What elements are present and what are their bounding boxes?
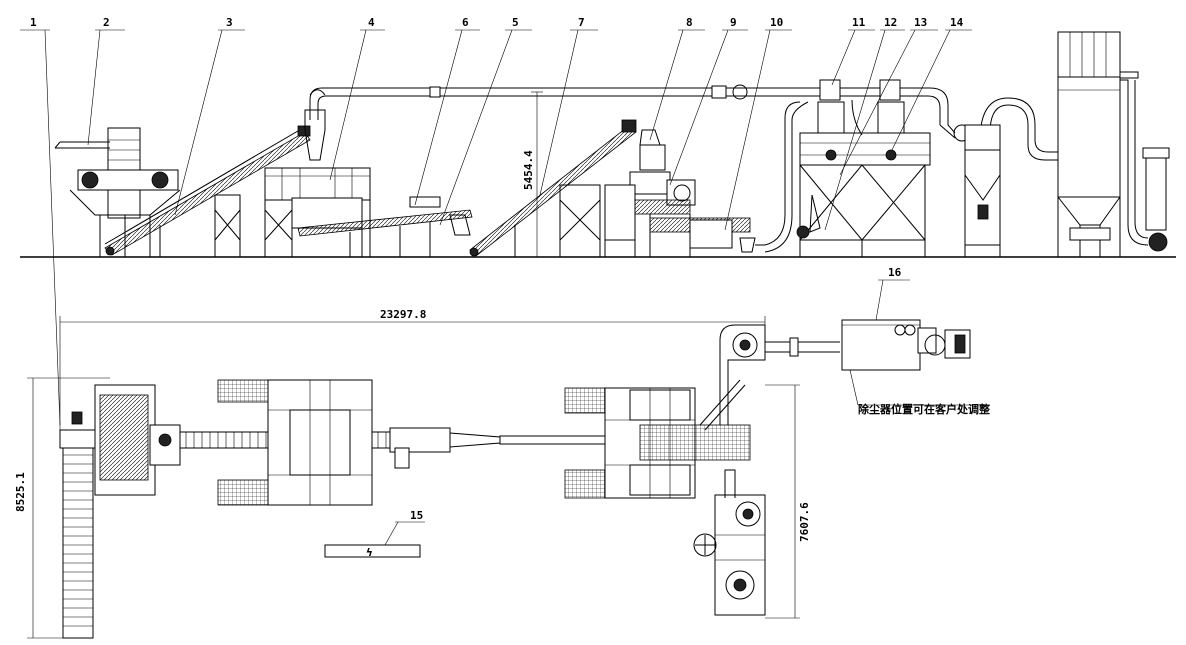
- cyclone-section: [755, 99, 931, 257]
- callout-10: 10: [770, 16, 783, 29]
- callout-2: 2: [103, 16, 110, 29]
- dimension-height: 5454.4: [522, 91, 543, 258]
- callout-5: 5: [512, 16, 519, 29]
- plan-screen-building: [217, 379, 373, 506]
- plan-main-conveyor-mid: [389, 427, 611, 469]
- left-width-dimension-label: 8525.1: [14, 472, 27, 512]
- plan-mill-plant: [564, 387, 751, 499]
- power-cabinet: [324, 544, 421, 558]
- callout-14: 14: [950, 16, 964, 29]
- length-dimension-label: 23297.8: [380, 308, 426, 321]
- plan-duct-and-fan: [699, 324, 840, 431]
- height-dimension-label: 5454.4: [522, 150, 535, 190]
- plan-cyclone-group: [693, 469, 766, 616]
- crusher-unit: [54, 127, 181, 257]
- belt-conveyor-3: [104, 125, 311, 257]
- callout-labels: 1 2 3 4 5 6 7 8 9 10 11 12 13 14: [30, 16, 964, 29]
- mill-unit-8-9: [604, 129, 756, 257]
- callout-11: 11: [852, 16, 866, 29]
- plan-crusher: [59, 384, 181, 496]
- power-symbol-icon: ϟ: [366, 546, 373, 559]
- callout-7: 7: [578, 16, 585, 29]
- dust-collector-note: 除尘器位置可在客户处调整: [858, 402, 990, 416]
- callout-6: 6: [462, 16, 469, 29]
- callout-leaders: [20, 29, 972, 426]
- callout-15: 15: [410, 509, 423, 522]
- callout-16: 16: [888, 266, 902, 279]
- baghouse-unit: [1057, 31, 1170, 257]
- right-width-dimension-label: 7607.6: [798, 502, 811, 542]
- callout-4: 4: [368, 16, 375, 29]
- plan-view: 23297.8 8525.1 7607.6: [14, 266, 990, 639]
- belt-conveyor-5: [297, 196, 473, 257]
- plan-callouts: 15 ϟ 16: [324, 266, 910, 559]
- top-air-duct: [309, 79, 971, 142]
- callout-9: 9: [730, 16, 737, 29]
- elevation-view: 5454.4: [20, 16, 1176, 426]
- plan-feed-conveyor: [62, 444, 94, 639]
- dimension-right-width: 7607.6: [765, 384, 811, 619]
- callout-3: 3: [226, 16, 233, 29]
- callout-8: 8: [686, 16, 693, 29]
- plan-dust-collector: [841, 319, 990, 406]
- callout-13: 13: [914, 16, 927, 29]
- bag-filter-tower: [964, 97, 1058, 257]
- callout-1: 1: [30, 16, 37, 29]
- belt-conveyor-7: [469, 119, 637, 257]
- callout-12: 12: [884, 16, 897, 29]
